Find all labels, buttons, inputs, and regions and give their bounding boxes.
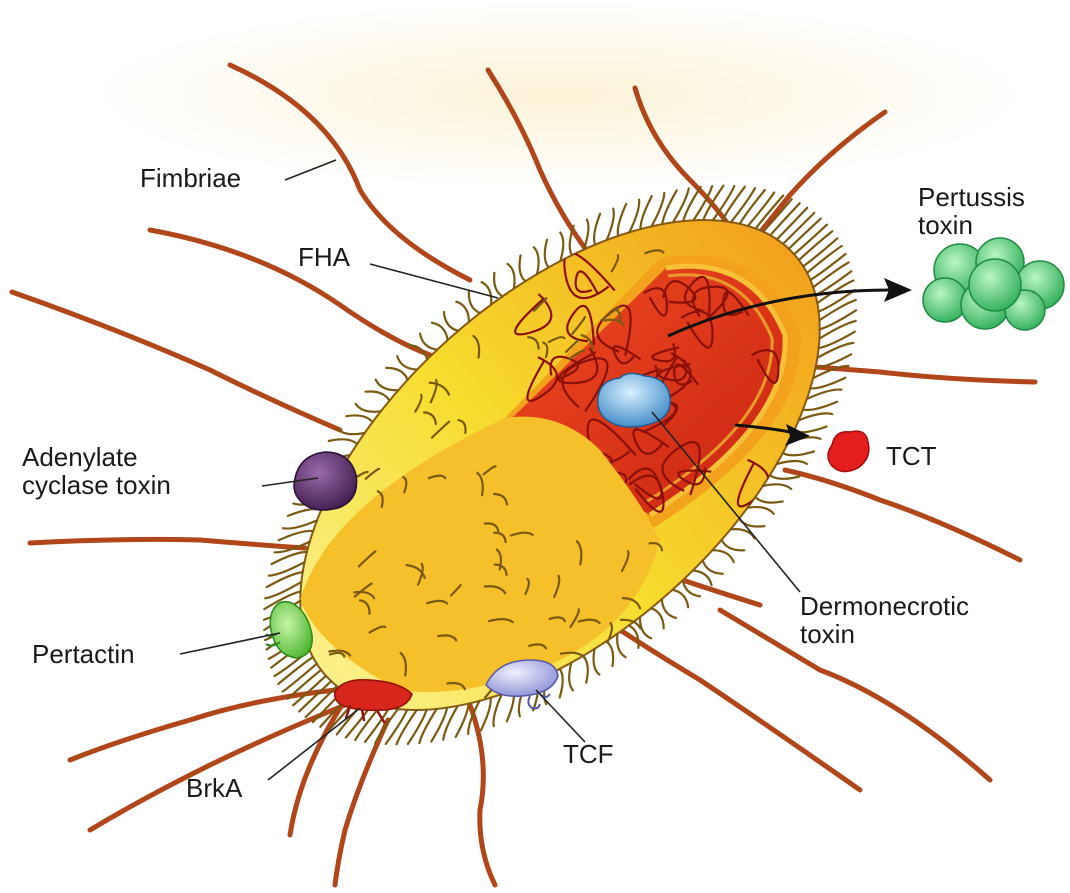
pilus	[672, 590, 688, 608]
pilus	[783, 451, 814, 455]
pilus	[803, 402, 837, 410]
fimbria	[790, 365, 1035, 382]
label-pertussis-line2: toxin	[918, 211, 1025, 239]
pilus	[584, 220, 589, 250]
label-pertussis-line1: Pertussis	[918, 183, 1025, 211]
pilus	[346, 415, 372, 422]
background-haze	[90, 0, 1030, 190]
pilus	[408, 710, 427, 744]
pilus	[583, 656, 588, 683]
fimbria	[150, 230, 430, 355]
pilus	[520, 255, 526, 281]
pilus	[819, 321, 855, 339]
tct-shape	[828, 431, 869, 471]
pilus	[819, 300, 855, 320]
pilus	[629, 200, 639, 233]
pilus	[662, 599, 676, 618]
pilus	[640, 196, 651, 229]
label-fha: FHA	[298, 243, 350, 271]
pilus	[618, 204, 626, 236]
pilus	[386, 710, 407, 744]
label-tcf: TCF	[563, 740, 614, 768]
pilus	[456, 302, 469, 322]
pilus	[569, 663, 573, 691]
pilus	[456, 704, 469, 737]
label-adenylate-line2: cyclase toxin	[22, 471, 171, 499]
fimbria	[785, 470, 1020, 560]
dermonecrotic-shape	[598, 373, 670, 427]
label-brka: BrkA	[186, 774, 242, 802]
pilus	[819, 332, 855, 348]
pilus	[683, 187, 700, 221]
pilus	[560, 669, 563, 698]
pilus	[444, 312, 458, 331]
pilus	[777, 461, 807, 464]
pertussis-toxin-shape	[923, 238, 1064, 330]
pilus	[770, 475, 799, 479]
pilus	[469, 292, 480, 313]
pilus	[272, 552, 307, 564]
pilus	[560, 233, 563, 262]
adenylate-cyclase-shape	[294, 452, 357, 510]
pilus	[545, 240, 549, 268]
pilus	[755, 497, 782, 503]
label-dermonecrotic-line2: toxin	[800, 620, 969, 648]
pilus	[397, 710, 417, 744]
pilus	[703, 560, 723, 573]
label-adenylate-line1: Adenylate	[22, 443, 171, 471]
leader-pertactin	[180, 633, 280, 654]
pilus	[807, 390, 842, 399]
pilus	[606, 641, 613, 666]
pilus	[607, 209, 614, 241]
leader-fha	[370, 264, 498, 298]
pilus	[493, 694, 501, 726]
pilus	[508, 264, 515, 289]
pilus	[594, 649, 600, 675]
pilus	[594, 214, 600, 245]
pilus	[763, 484, 791, 489]
pilus	[731, 529, 755, 538]
pilus	[397, 356, 417, 369]
pilus	[432, 323, 448, 341]
pilus	[279, 531, 314, 540]
label-dermonecrotic-line1: Dermonecrotic	[800, 592, 969, 620]
pilus	[386, 368, 407, 380]
label-dermonecrotic-toxin: Dermonecrotic toxin	[800, 592, 969, 648]
pilus	[481, 698, 491, 731]
pilus	[651, 608, 664, 628]
pilus	[820, 310, 856, 329]
label-adenylate-cyclase-toxin: Adenylate cyclase toxin	[22, 443, 171, 499]
label-pertactin: Pertactin	[32, 640, 135, 668]
pilus	[494, 273, 502, 297]
pilus	[366, 392, 390, 401]
label-tct: TCT	[886, 442, 937, 470]
pilus	[420, 334, 437, 350]
fimbria	[30, 539, 305, 548]
fimbria	[335, 720, 388, 885]
fimbria	[470, 705, 495, 885]
label-fimbriae: Fimbriae	[140, 164, 241, 192]
pilus	[810, 378, 845, 389]
pilus	[617, 634, 625, 658]
pilus	[640, 617, 651, 638]
pilus	[799, 413, 832, 420]
pilus	[283, 520, 317, 528]
pilus	[722, 540, 745, 551]
fimbria	[12, 292, 340, 430]
pilus	[376, 380, 399, 391]
pilus	[712, 550, 733, 562]
pilus	[356, 404, 381, 412]
label-pertussis-toxin: Pertussis toxin	[918, 183, 1025, 239]
pilus	[329, 439, 357, 444]
pilus	[534, 247, 539, 274]
pilus	[748, 507, 774, 514]
